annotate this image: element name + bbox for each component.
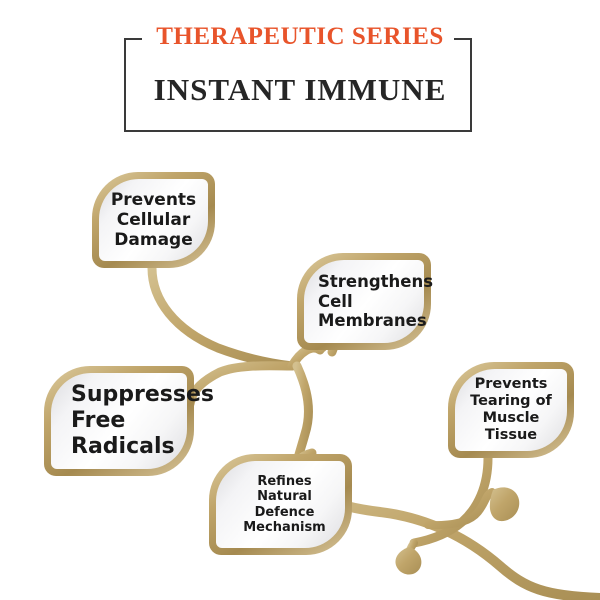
bud-left-icon [395, 547, 422, 575]
leaf-line: Prevents [110, 189, 197, 210]
leaf-label: Prevents Cellular Damage [107, 190, 200, 250]
title-frame-gap [142, 31, 454, 47]
leaf-label: Prevents Tearing of Muscle Tissue [463, 376, 559, 444]
benefit-leaf-prevents-cellular-damage[interactable]: Prevents Cellular Damage [92, 172, 215, 268]
leaf-label: Suppresses Free Radicals [71, 382, 214, 460]
series-title: THERAPEUTIC SERIES [156, 23, 444, 50]
product-title: INSTANT IMMUNE [153, 72, 447, 107]
leaf-line: Prevents [474, 375, 548, 392]
bud-right-icon [489, 487, 520, 522]
leaf-line: Muscle Tissue [482, 410, 540, 444]
benefit-leaf-strengthens-cell-membranes[interactable]: Strengthens Cell Membranes [297, 253, 434, 350]
leaf-body: Refines Natural Defence Mechanism [216, 461, 345, 548]
leaf-line: Suppresses [71, 382, 214, 408]
benefit-leaf-prevents-tearing-of-muscle-tissue[interactable]: Prevents Tearing of Muscle Tissue [448, 362, 574, 458]
leaf-line: Mechanism [243, 519, 326, 535]
leaf-body: Prevents Tearing of Muscle Tissue [455, 369, 567, 451]
leaf-line: Strengthens [318, 272, 434, 292]
leaf-line: Refines [257, 473, 312, 489]
leaf-line: Free [71, 408, 126, 434]
leaf-line: Damage [114, 230, 193, 251]
leaf-body: Prevents Cellular Damage [99, 179, 208, 261]
leaf-line: Defence [254, 504, 315, 520]
leaf-line: Membranes [318, 311, 427, 331]
leaf-line: Cell [318, 291, 353, 311]
benefit-leaf-refines-natural-defence-mechanism[interactable]: Refines Natural Defence Mechanism [209, 454, 352, 555]
leaf-body: Suppresses Free Radicals [51, 373, 214, 469]
leaf-label: Refines Natural Defence Mechanism [232, 474, 337, 535]
benefit-leaf-suppresses-free-radicals[interactable]: Suppresses Free Radicals [44, 366, 214, 476]
leaf-line: Cellular [116, 209, 191, 230]
leaf-line: Tearing of [470, 392, 552, 409]
leaf-line: Natural [257, 489, 312, 505]
leaf-body: Strengthens Cell Membranes [304, 260, 434, 343]
leaf-line: Radicals [71, 433, 175, 459]
leaf-label: Strengthens Cell Membranes [318, 272, 434, 331]
